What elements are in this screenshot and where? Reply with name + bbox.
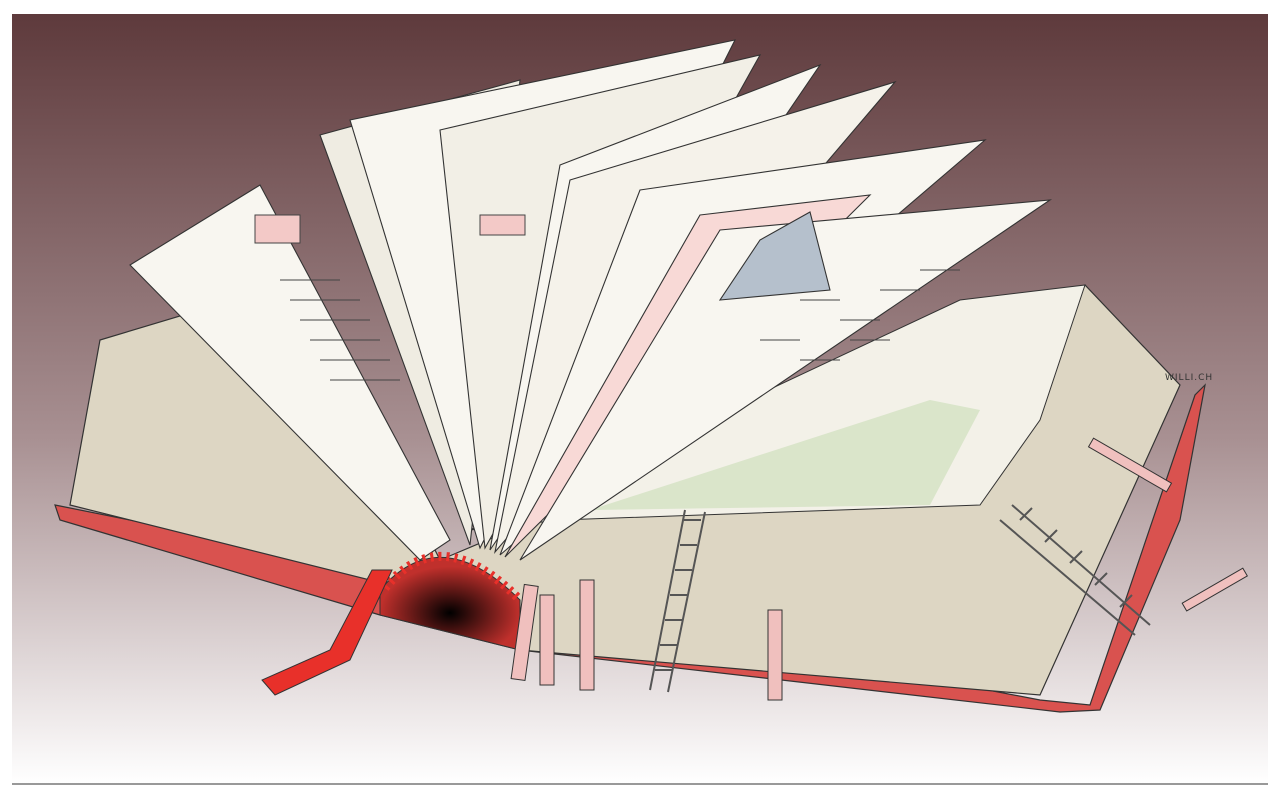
spine-hole — [379, 557, 521, 651]
artist-signature: WILLI.CH — [1165, 373, 1213, 383]
wooden-planks — [510, 437, 1248, 701]
ribbon-bookmark — [261, 569, 393, 696]
fanned-pages — [129, 39, 1053, 561]
figure-sketches — [254, 214, 960, 381]
field-area — [590, 400, 980, 510]
ladders — [649, 504, 1151, 693]
